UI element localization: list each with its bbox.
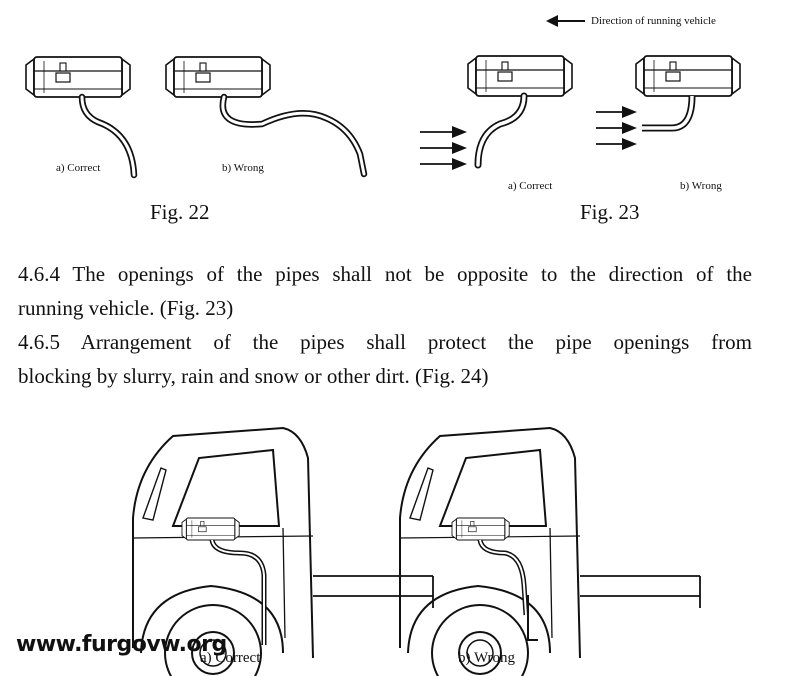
fig23-correct-heater [467,55,573,97]
fig23-correct-label: a) Correct [508,180,553,192]
fig24-wrong-heater [451,517,510,541]
fig23-correct-airflow-arrows [420,126,467,170]
fig23-caption: Fig. 23 [580,200,640,224]
paragraph-4-6-5-line2: blocking by slurry, rain and snow or oth… [18,364,489,388]
fig23-correct-pipe [474,92,528,169]
paragraph-4-6-4-line2: running vehicle. (Fig. 23) [18,296,234,320]
paragraph-4-6-4-line1: 4.6.4 The openings of the pipes shall no… [18,262,752,286]
direction-arrow-icon [546,15,585,27]
fig24-wrong-mudguard [527,595,538,641]
fig22-wrong-label: b) Wrong [222,162,264,174]
paragraph-4-6-5-line1: 4.6.5 Arrangement of the pipes shall pro… [18,330,752,354]
watermark: www.furgovw.org [16,632,227,657]
fig24-wrong-pipe [477,539,529,616]
body-text: 4.6.4 The openings of the pipes shall no… [18,257,752,393]
fig23-wrong-label: b) Wrong [680,180,722,192]
fig24-wrong-truck [399,427,701,676]
fig22-correct-label: a) Correct [56,162,101,174]
fig22-caption: Fig. 22 [150,200,210,224]
fig22-wrong-heater [165,56,271,98]
fig24-correct-label: a) Correct [200,650,261,666]
fig23-wrong-airflow-arrows [596,106,637,150]
fig24-wrong-label: b) Wrong [458,650,516,666]
fig23-wrong-heater [635,55,741,97]
fig24-correct-heater [181,517,240,541]
fig22-correct-heater [25,56,131,98]
direction-label: Direction of running vehicle [591,15,716,27]
